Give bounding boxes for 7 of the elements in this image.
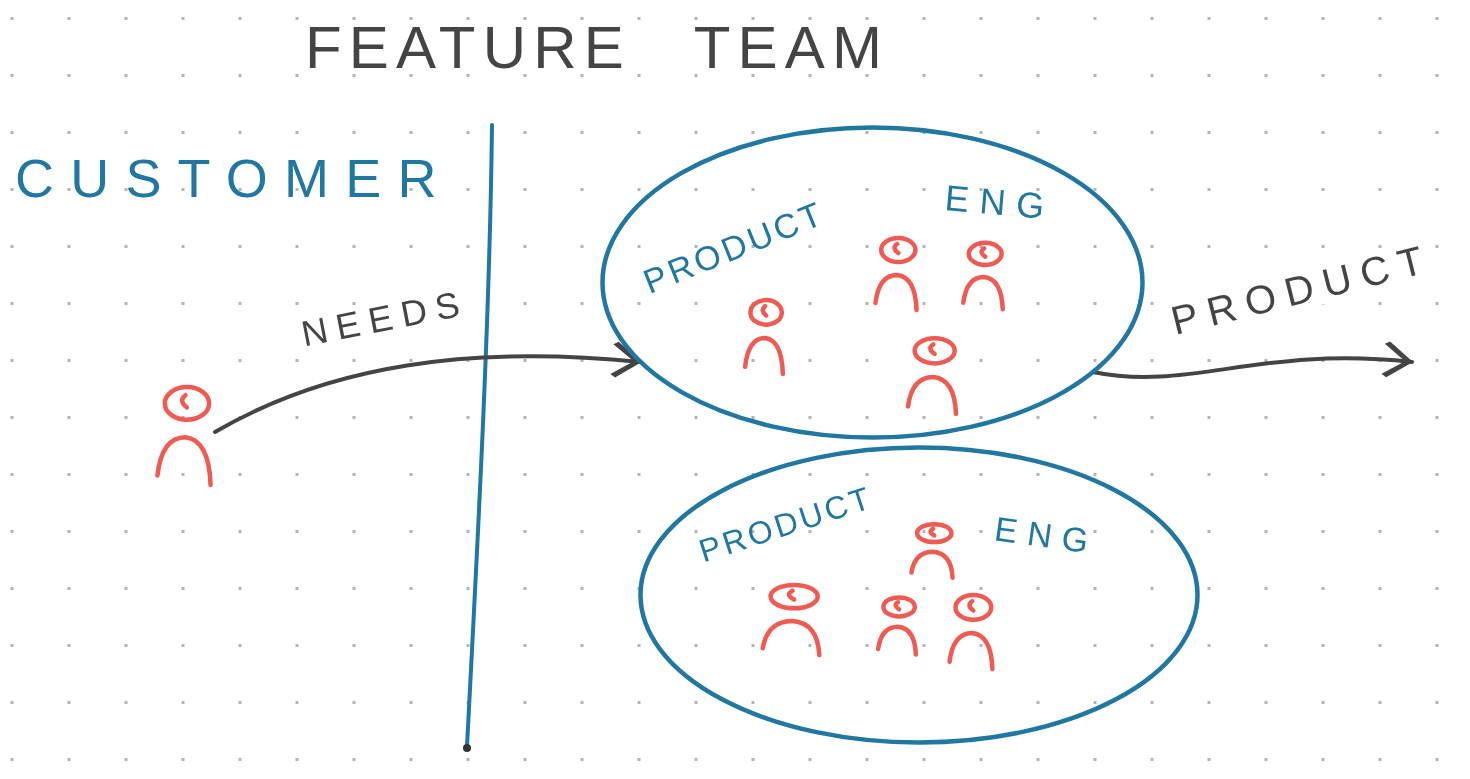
diagram-title: FEATURE TEAM <box>305 18 890 78</box>
role-label: ENG <box>992 511 1101 560</box>
role-label: ENG <box>943 180 1057 226</box>
team-ellipse <box>600 125 1145 440</box>
person-figure <box>153 383 215 489</box>
team-ellipse <box>638 445 1200 745</box>
section-label: CUSTOMER <box>15 151 453 205</box>
